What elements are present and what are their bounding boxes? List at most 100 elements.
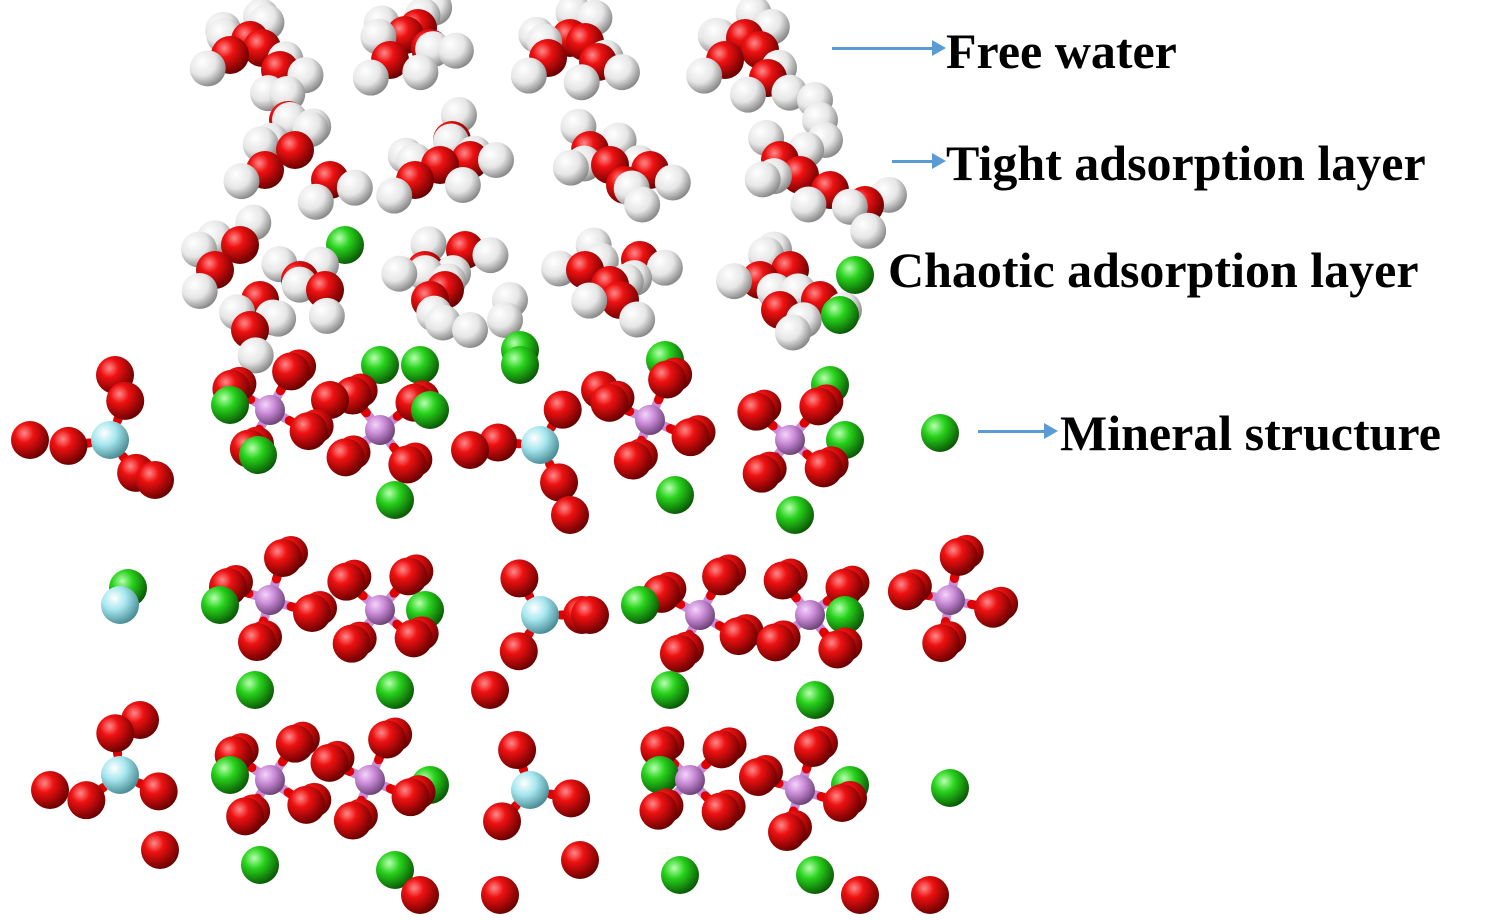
oxygen-atom xyxy=(237,623,276,662)
calcium-atom xyxy=(776,496,814,534)
phosphorus-atom xyxy=(685,600,715,630)
calcium-atom xyxy=(661,856,699,894)
oxygen-atom xyxy=(552,779,591,818)
hydrogen-atom xyxy=(850,212,887,249)
bond-layer xyxy=(63,3,998,837)
calcium-atom xyxy=(211,386,249,424)
oxygen-atom xyxy=(226,797,265,836)
oxygen-atom xyxy=(561,841,599,879)
calcium-atom xyxy=(239,436,277,474)
hydrogen-atom xyxy=(552,149,589,186)
calcium-atom xyxy=(201,586,239,624)
calcium-atom xyxy=(796,856,834,894)
oxygen-atom xyxy=(659,634,698,673)
calcium-atom xyxy=(641,756,679,794)
hydrogen-atom xyxy=(510,57,547,94)
oxygen-atom xyxy=(499,632,538,671)
oxygen-atom xyxy=(483,802,522,841)
oxygen-atom xyxy=(590,383,629,422)
hydrogen-atom xyxy=(260,300,297,337)
hydrogen-atom xyxy=(381,255,418,292)
oxygen-atom xyxy=(139,772,178,811)
mineral-structure-label: Mineral structure xyxy=(1060,405,1441,461)
hydrogen-atom xyxy=(487,302,523,338)
calcium-atom xyxy=(211,756,249,794)
oxygen-atom xyxy=(613,441,652,480)
oxygen-atom xyxy=(31,771,69,809)
calcium-atom xyxy=(921,414,959,452)
phosphorus-atom xyxy=(795,600,825,630)
oxygen-atom xyxy=(388,445,427,484)
oxygen-atom xyxy=(310,743,349,782)
phosphorus-atom xyxy=(255,765,285,795)
oxygen-atom xyxy=(306,271,344,309)
oxygen-atom xyxy=(96,714,135,753)
calcium-atom xyxy=(621,586,659,624)
hydrogen-atom xyxy=(478,142,514,178)
phosphorus-atom xyxy=(255,395,285,425)
oxygen-atom xyxy=(500,559,539,598)
oxygen-atom xyxy=(543,390,582,429)
fluorine-atom xyxy=(91,421,129,459)
oxygen-atom xyxy=(136,461,174,499)
phosphorus-atom xyxy=(935,585,965,615)
tight-layer-arrow xyxy=(892,153,946,169)
oxygen-atom xyxy=(551,496,589,534)
oxygen-atom xyxy=(763,561,802,600)
oxygen-atom xyxy=(451,431,489,469)
oxygen-atom xyxy=(311,381,349,419)
hydrogen-atom xyxy=(686,57,723,94)
calcium-atom xyxy=(821,296,859,334)
calcium-atom xyxy=(931,769,969,807)
calcium-atom xyxy=(411,391,449,429)
fluorine-atom xyxy=(101,756,139,794)
hydrogen-atom xyxy=(654,164,691,201)
phosphorus-atom xyxy=(365,595,395,625)
oxygen-atom xyxy=(767,813,806,852)
chaotic-adsorption-layer-label: Chaotic adsorption layer xyxy=(888,242,1419,298)
oxygen-atom xyxy=(540,463,579,502)
hydrogen-atom xyxy=(189,50,226,87)
hydrogen-atom xyxy=(237,337,274,374)
oxygen-atom xyxy=(671,418,710,457)
hydrogen-atom xyxy=(716,263,753,300)
oxygen-atom xyxy=(794,728,833,767)
calcium-atom xyxy=(651,671,689,709)
fluorine-atom xyxy=(521,426,559,464)
oxygen-atom xyxy=(481,876,519,914)
mineral-structure-arrow xyxy=(978,423,1058,439)
calcium-atom xyxy=(236,671,274,709)
fluorine-atom xyxy=(511,771,549,809)
free-water-label: Free water xyxy=(946,23,1177,79)
oxygen-atom xyxy=(742,454,781,493)
oxygen-atom xyxy=(841,876,879,914)
hydrogen-atom xyxy=(563,64,600,101)
hydrogen-atom xyxy=(308,297,345,334)
oxygen-atom xyxy=(719,617,758,656)
oxygen-atom xyxy=(293,594,332,633)
oxygen-atom xyxy=(276,131,314,169)
oxygen-atom xyxy=(702,557,741,596)
phosphorus-atom xyxy=(785,775,815,805)
oxygen-atom xyxy=(394,619,433,658)
calcium-atom xyxy=(361,346,399,384)
hydrogen-atom xyxy=(452,312,488,348)
oxygen-atom xyxy=(272,352,311,391)
oxygen-atom xyxy=(781,156,819,194)
oxygen-atom xyxy=(141,831,179,869)
hydrogen-atom xyxy=(402,54,439,91)
oxygen-atom xyxy=(368,720,407,759)
hydrogen-atom xyxy=(619,301,656,338)
oxygen-atom xyxy=(471,671,509,709)
hydrogen-atom xyxy=(603,54,640,91)
phosphorus-atom xyxy=(355,765,385,795)
calcium-atom xyxy=(656,476,694,514)
hydrogen-atom xyxy=(336,169,373,206)
oxygen-atom xyxy=(11,421,49,459)
oxygen-atom xyxy=(804,449,843,488)
oxygen-atom xyxy=(825,568,864,607)
oxygen-atom xyxy=(571,596,609,634)
calcium-atom xyxy=(796,681,834,719)
oxygen-atom xyxy=(498,731,537,770)
oxygen-atom xyxy=(922,624,961,663)
